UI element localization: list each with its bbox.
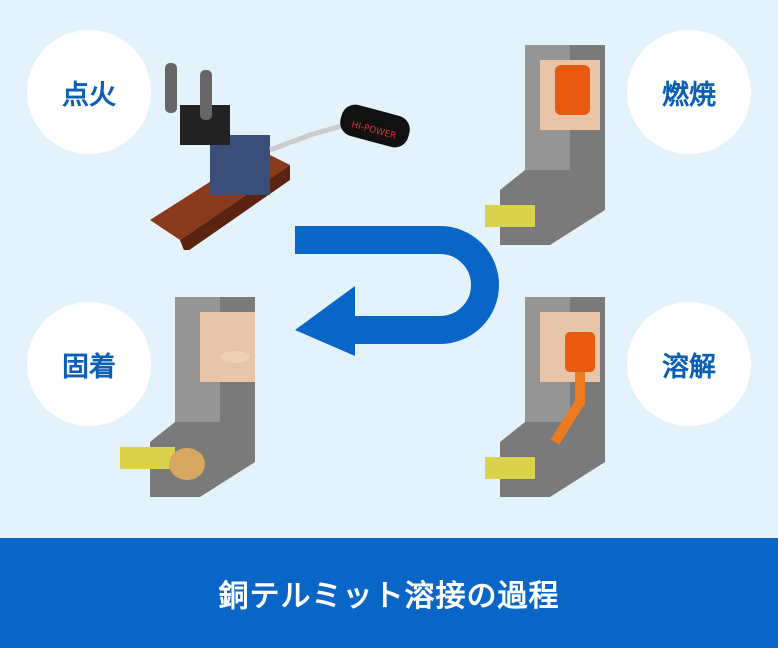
process-cycle-arrow	[295, 226, 499, 356]
step-fixing-label: 固着	[62, 351, 116, 383]
step-fixing: 固着	[27, 302, 151, 426]
step-combustion: 燃焼	[627, 30, 751, 154]
step-melting-label: 溶解	[662, 351, 716, 383]
combustion-crucible-illustration	[485, 45, 605, 245]
fixing-crucible-illustration	[120, 297, 255, 497]
step-melting: 溶解	[627, 302, 751, 426]
ignition-torch-illustration: HI-POWER	[150, 63, 410, 250]
step-ignition-label: 点火	[62, 79, 116, 111]
step-ignition: 点火	[27, 30, 151, 154]
step-combustion-label: 燃焼	[662, 79, 716, 111]
title-banner: 銅テルミット溶接の過程	[0, 538, 778, 648]
banner-title: 銅テルミット溶接の過程	[218, 579, 560, 614]
melting-crucible-illustration	[485, 297, 605, 497]
